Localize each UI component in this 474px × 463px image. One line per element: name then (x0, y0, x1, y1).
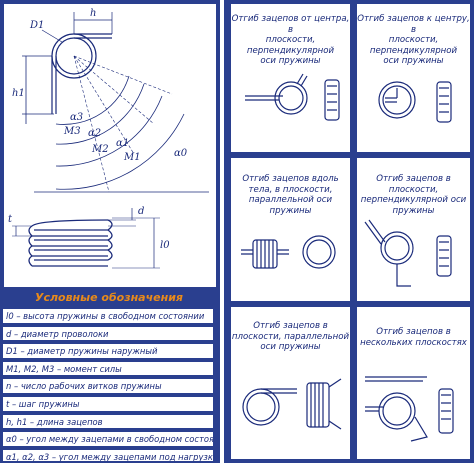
legend-title: Условные обозначения (34, 291, 183, 304)
legend-item-8: α0 – угол между зацепами в свободном сос… (2, 431, 214, 447)
legend-item-1: l0 – высота пружины в свободном состояни… (2, 308, 214, 324)
label-m2: M2 (91, 144, 109, 155)
legend-item-7: h, h1 – длина зацепов (2, 413, 214, 430)
variant-drawing-3 (241, 235, 336, 269)
legend-item-9: α1, α2, α3 – угол между зацепами под наг… (2, 448, 214, 463)
legend-item-6: t – шаг пружины (2, 396, 214, 412)
label-a0: α0 (174, 148, 188, 159)
variant-panel-5: Отгиб зацепов в плоскости, параллельной … (230, 306, 351, 460)
torsion-spring-drawing: h D1 h1 α3 M3 α2 α1 M2 M1 α0 d t l0 (8, 8, 209, 269)
variant-panel-4: Отгиб зацепов в плоскости, перпендикуляр… (356, 157, 471, 302)
label-h1: h1 (12, 88, 25, 99)
label-h: h (90, 8, 96, 19)
label-m3: M3 (63, 126, 81, 137)
variant-panel-6: Отгиб зацепов в нескольких плоскостях (356, 306, 471, 460)
main-drawing-panel: h D1 h1 α3 M3 α2 α1 M2 M1 α0 d t l0 (3, 3, 217, 288)
label-m1: M1 (123, 152, 141, 163)
variant-drawing-4 (364, 219, 452, 287)
label-a3: α3 (70, 112, 83, 123)
label-d: d (138, 206, 144, 217)
legend-item-3: D1 – диаметр пружины наружный (2, 343, 214, 359)
variant-panel-2: Отгиб зацепов к центру, в плоскости, пер… (356, 3, 471, 153)
variant-caption-6: Отгиб зацепов в нескольких плоскостях (360, 327, 467, 348)
variant-caption-3: Отгиб зацепов вдоль тела, в плоскости, п… (242, 174, 339, 216)
legend-item-5: n – число рабочих витков пружины (2, 378, 214, 394)
variant-caption-1: Отгиб зацепов от центра, в плоскости, пе… (231, 14, 350, 66)
label-d1: D1 (29, 20, 44, 31)
variant-caption-4: Отгиб зацепов в плоскости, перпендикуляр… (360, 174, 467, 216)
variant-caption-5: Отгиб зацепов в плоскости, параллельной … (231, 321, 350, 352)
legend-item-2: d – диаметр проволоки (2, 325, 214, 342)
label-t: t (8, 214, 13, 225)
variant-drawing-2 (378, 81, 452, 123)
variant-drawing-1 (245, 73, 340, 121)
label-a2: α2 (88, 128, 101, 139)
variant-drawing-5 (242, 378, 342, 430)
label-l0: l0 (160, 240, 170, 251)
label-a1: α1 (116, 138, 129, 149)
variant-drawing-6 (365, 376, 454, 442)
variant-panel-1: Отгиб зацепов от центра, в плоскости, пе… (230, 3, 351, 153)
variant-caption-2: Отгиб зацепов к центру, в плоскости, пер… (357, 14, 470, 66)
legend-item-4: M1, M2, M3 – момент силы (2, 360, 214, 377)
variant-panel-3: Отгиб зацепов вдоль тела, в плоскости, п… (230, 157, 351, 302)
